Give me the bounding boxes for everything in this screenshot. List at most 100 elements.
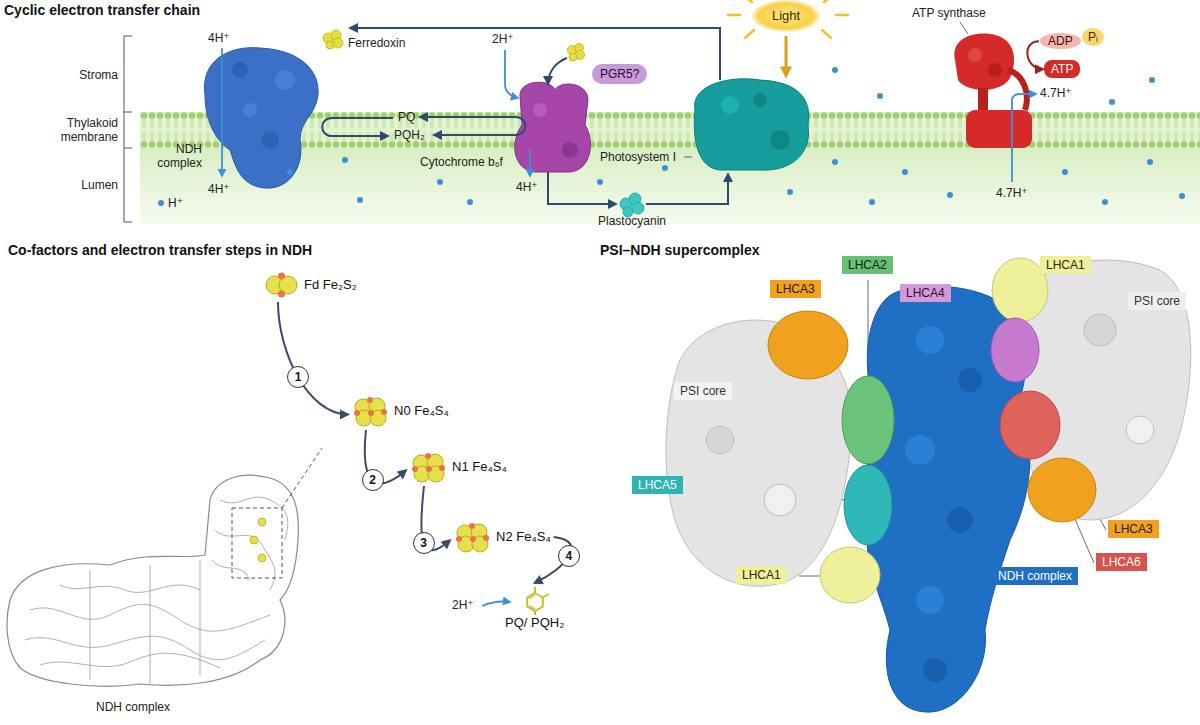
proton-dots-part: [437, 179, 443, 185]
proton-dots-part: [877, 93, 883, 99]
atp-synthase-part: [966, 110, 1032, 148]
ndh-complex-shape-part: [905, 435, 935, 465]
ndh-wireframe-part: [215, 530, 275, 590]
atp-synthase-part: [988, 63, 1002, 77]
ndh-complex-top-part: [261, 131, 279, 149]
panel-heading: Co-factors and electron transfer steps i…: [8, 242, 312, 259]
cluster-icon-part: [483, 535, 489, 541]
cluster-icon-part: [381, 409, 387, 415]
photosystem-i-part: [694, 79, 808, 170]
proton-dots-part: [1147, 159, 1153, 165]
photosystem-i: [694, 79, 808, 170]
iron-sulfur-cluster: N2 Fe₄S₄: [452, 520, 551, 554]
ndh-wireframe-part: [282, 448, 322, 508]
node-text: N0 Fe₄S₄: [394, 403, 449, 419]
proton-dots-part: [1149, 77, 1155, 83]
annotation-label: 4.7H⁺: [996, 186, 1028, 200]
ferredoxin-icon-part: [333, 38, 343, 48]
psi-core-label: PSI core: [674, 382, 732, 400]
node-text: LHCA1: [1046, 258, 1085, 272]
proton-dots: [158, 67, 1185, 206]
membrane-background: [124, 36, 1200, 224]
node-text: Fd Fe₂S₂: [304, 277, 357, 293]
step-number: 3: [413, 532, 435, 554]
ndh-wireframe-part: [212, 560, 250, 580]
proton-dots-part: [158, 200, 164, 206]
annotation-label: Ferredoxin: [348, 36, 405, 50]
ndh-wireframe-part: [258, 554, 266, 562]
node-text: Pᵢ: [1088, 30, 1098, 44]
ferredoxin-icon-part: [569, 53, 577, 61]
ndh-complex-top-part: [232, 62, 248, 78]
transfer-arrow: [1027, 41, 1043, 69]
annotation-label: 4H⁺: [208, 182, 230, 196]
node-text: PSI core: [680, 384, 726, 398]
ferredoxin-icon-part: [326, 41, 334, 49]
pgr5-box: PGR5?: [592, 64, 647, 84]
cluster-icon-part: [529, 595, 535, 609]
atp-synthase: [954, 34, 1032, 148]
cluster-icon-part: [278, 273, 285, 280]
photosystem-i-part: [753, 93, 767, 107]
ndh-wireframe-part: [258, 518, 266, 526]
lhca-label: LHCA1: [736, 566, 787, 584]
node-text: ATP: [1051, 62, 1073, 76]
ndh-wireframe-part: [220, 497, 288, 540]
cluster-icon: [518, 585, 552, 615]
proton-dots-part: [832, 159, 838, 165]
ndh-wireframe-part: [250, 536, 258, 544]
node-text: Light: [772, 8, 800, 23]
ferredoxin-icon: [323, 30, 585, 61]
cluster-icon-part: [426, 466, 432, 472]
proton-dots-part: [662, 165, 668, 171]
node-text: PQ/ PQH₂: [505, 615, 564, 631]
node-text: PSI core: [1134, 294, 1180, 308]
adp-ellipse: ADP: [1040, 33, 1081, 49]
light-sun: Light: [752, 0, 820, 32]
flow-arrows-part: [646, 174, 728, 204]
cluster-icon-part: [367, 397, 373, 403]
cluster-icon: [262, 270, 300, 300]
cluster-icon: [350, 394, 390, 428]
cluster-icon: [452, 520, 492, 554]
node-text: LHCA5: [638, 478, 677, 492]
cluster-icon-part: [368, 410, 374, 416]
flow-arrows-part: [515, 117, 526, 135]
leader-lines-part: [684, 157, 692, 158]
atp-synthase-part: [978, 88, 988, 112]
cluster-icon-part: [278, 291, 285, 298]
step-number: 4: [558, 545, 580, 567]
node-text: ADP: [1048, 34, 1073, 48]
node-text: N1 Fe₄S₄: [452, 459, 507, 475]
atp-synthase-part: [954, 34, 1014, 90]
annotation-label: H⁺: [168, 196, 183, 210]
ndh-complex-top-part: [243, 103, 257, 117]
ndh-label: NDH complex: [992, 567, 1078, 585]
flow-arrows: [322, 28, 728, 204]
cluster-icon-part: [408, 450, 448, 484]
light-arrow: [786, 36, 787, 76]
lhca-shapes-part: [844, 465, 892, 545]
proton-dots-part: [1109, 99, 1115, 105]
lhca-shapes-part: [820, 547, 880, 603]
psi-core-shapes-part: [1126, 416, 1154, 444]
ndh-wireframe-part: [7, 475, 298, 686]
psi-core-shapes-part: [764, 484, 796, 516]
proton-arrows-part: [1012, 94, 1036, 182]
annotation-label: NDH complex: [96, 700, 170, 714]
node-text: LHCA4: [906, 286, 945, 300]
membrane-background-part: [124, 36, 132, 222]
leader-lines-part: [960, 22, 968, 34]
node-text: PGR5?: [600, 67, 639, 81]
lhca-shapes-part: [1028, 458, 1096, 522]
leader-lines-part: [799, 576, 820, 577]
node-text: LHCA3: [776, 282, 815, 296]
flow-arrows-part: [420, 116, 515, 118]
ndh-wireframe-part: [40, 653, 220, 668]
lhca-label: LHCA6: [1096, 553, 1147, 571]
iron-sulfur-cluster: N1 Fe₄S₄: [408, 450, 507, 484]
proton-dots-part: [467, 199, 473, 205]
proton-dots-part: [287, 169, 293, 175]
